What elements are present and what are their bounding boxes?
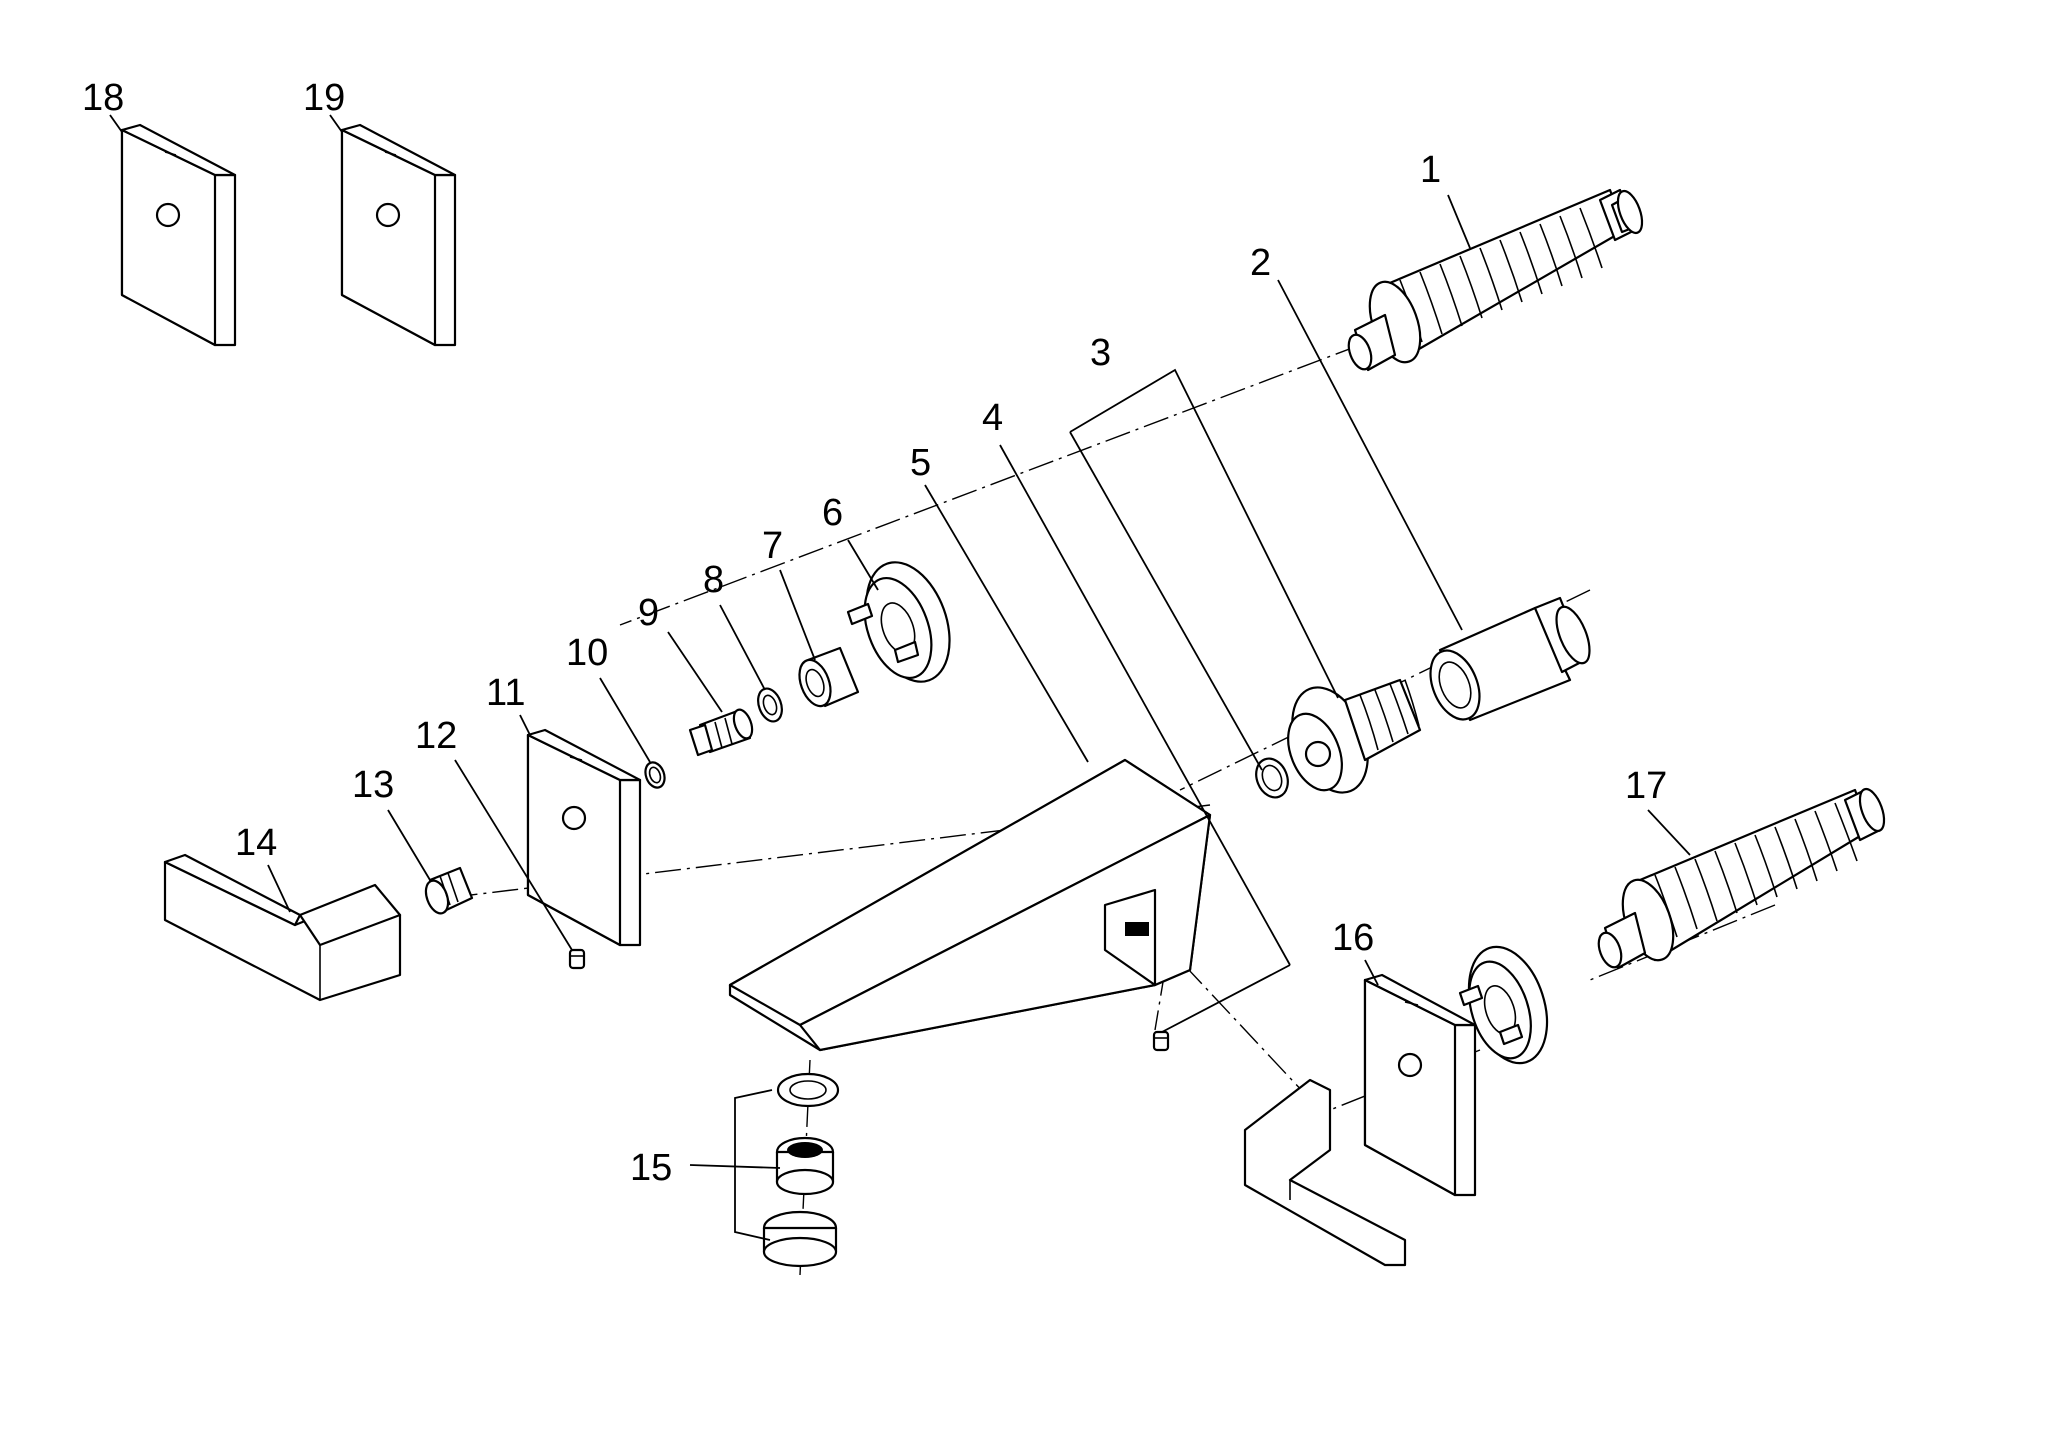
part-16-handle-assembly: [1243, 945, 1549, 1267]
part-12-grub-screw: [568, 948, 586, 970]
callout-13: 13: [352, 764, 394, 806]
part-5-spout: [728, 758, 1212, 1052]
part-10-o-ring: [644, 761, 666, 789]
part-17-cartridge: [1597, 787, 1886, 970]
callout-2: 2: [1250, 242, 1271, 284]
part-7-nut: [798, 646, 860, 708]
callout-19: 19: [303, 77, 345, 119]
callout-16: 16: [1332, 917, 1374, 959]
part-6-flange: [846, 561, 951, 683]
part-9-spindle: [688, 708, 754, 757]
callout-18: 18: [82, 77, 124, 119]
callout-5: 5: [910, 442, 931, 484]
leader-lines: [109, 114, 1691, 1241]
part-13-adapter: [424, 866, 474, 915]
callout-8: 8: [703, 559, 724, 601]
callout-6: 6: [822, 492, 843, 534]
part-19-cover-plate: [340, 123, 457, 347]
callout-3: 3: [1090, 332, 1111, 374]
part-14-lever-handle: [163, 853, 402, 1002]
part-3-o-ring: [1255, 757, 1289, 799]
callout-15: 15: [630, 1147, 672, 1189]
callout-7: 7: [762, 525, 783, 567]
part-4-grub-screw: [1152, 1030, 1170, 1052]
part-15-aerator: [762, 1072, 840, 1268]
callout-11: 11: [486, 672, 525, 714]
callout-12: 12: [415, 715, 457, 757]
part-2-extension: [1429, 596, 1591, 722]
part-3-spindle-unit: [1287, 678, 1422, 794]
part-18-cover-plate: [120, 123, 237, 347]
callout-labels: 18 19 1 2 3 4 5 6 7 8 9 10 11 12 13 14 1…: [82, 77, 1667, 1189]
callout-14: 14: [235, 822, 277, 864]
part-1-cartridge: [1347, 188, 1644, 372]
callout-17: 17: [1625, 765, 1667, 807]
part-8-ring: [757, 687, 783, 723]
callout-10: 10: [566, 632, 608, 674]
part-11-cover-plate: [526, 728, 642, 947]
callout-4: 4: [982, 397, 1003, 439]
callout-9: 9: [638, 592, 659, 634]
callout-1: 1: [1420, 149, 1441, 191]
